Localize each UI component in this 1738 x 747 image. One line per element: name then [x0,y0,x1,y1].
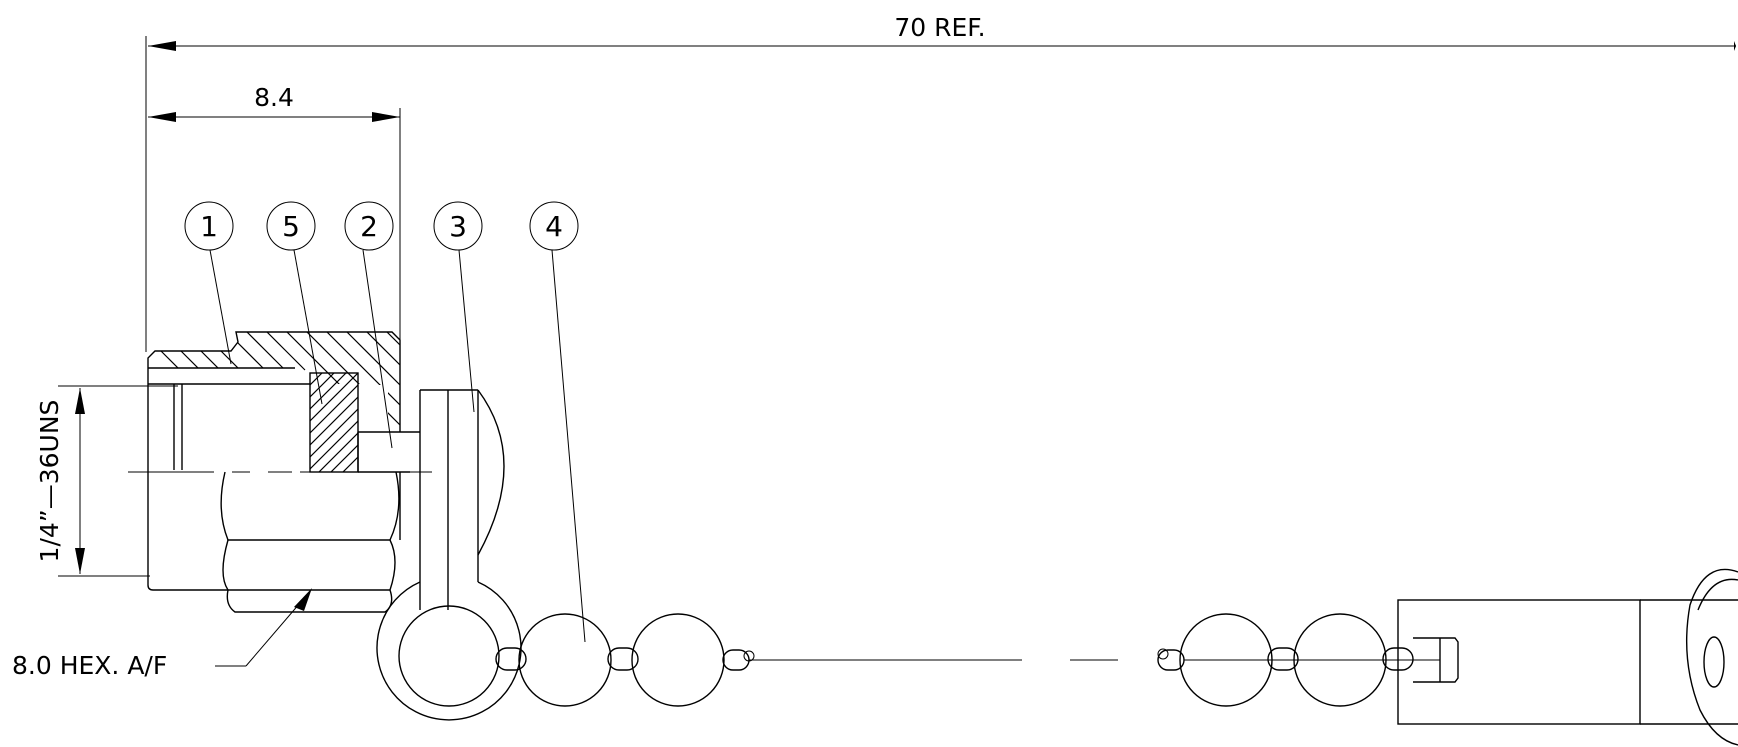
thread-label: 1/4”—36UNS [35,400,64,563]
end-fitting [1397,568,1738,746]
balloon-4: 4 [529,201,586,643]
cap-section-hatch [149,332,400,426]
pull-tab [376,389,522,721]
balloon-3-number: 3 [449,210,467,243]
seal [309,372,359,473]
overall-length-label: 70 REF. [894,13,985,42]
ball-chain [495,613,1440,707]
balloon-2: 2 [344,201,394,449]
balloon-3: 3 [433,201,483,413]
cap-length-dimension: 8.4 [148,83,401,358]
balloon-4-number: 4 [545,210,563,243]
cap-length-label: 8.4 [254,83,294,112]
hex-label: 8.0 HEX. A/F [12,651,167,680]
balloon-5: 5 [266,201,323,405]
balloon-1-number: 1 [200,210,218,243]
cap-nut [147,331,420,613]
overall-length-dimension: 70 REF. [145,13,1736,352]
balloon-2-number: 2 [360,210,378,243]
balloon-1: 1 [184,201,234,365]
thread-dimension: 1/4”—36UNS [35,385,178,577]
hex-leader: 8.0 HEX. A/F [12,588,312,680]
balloon-5-number: 5 [282,210,300,243]
